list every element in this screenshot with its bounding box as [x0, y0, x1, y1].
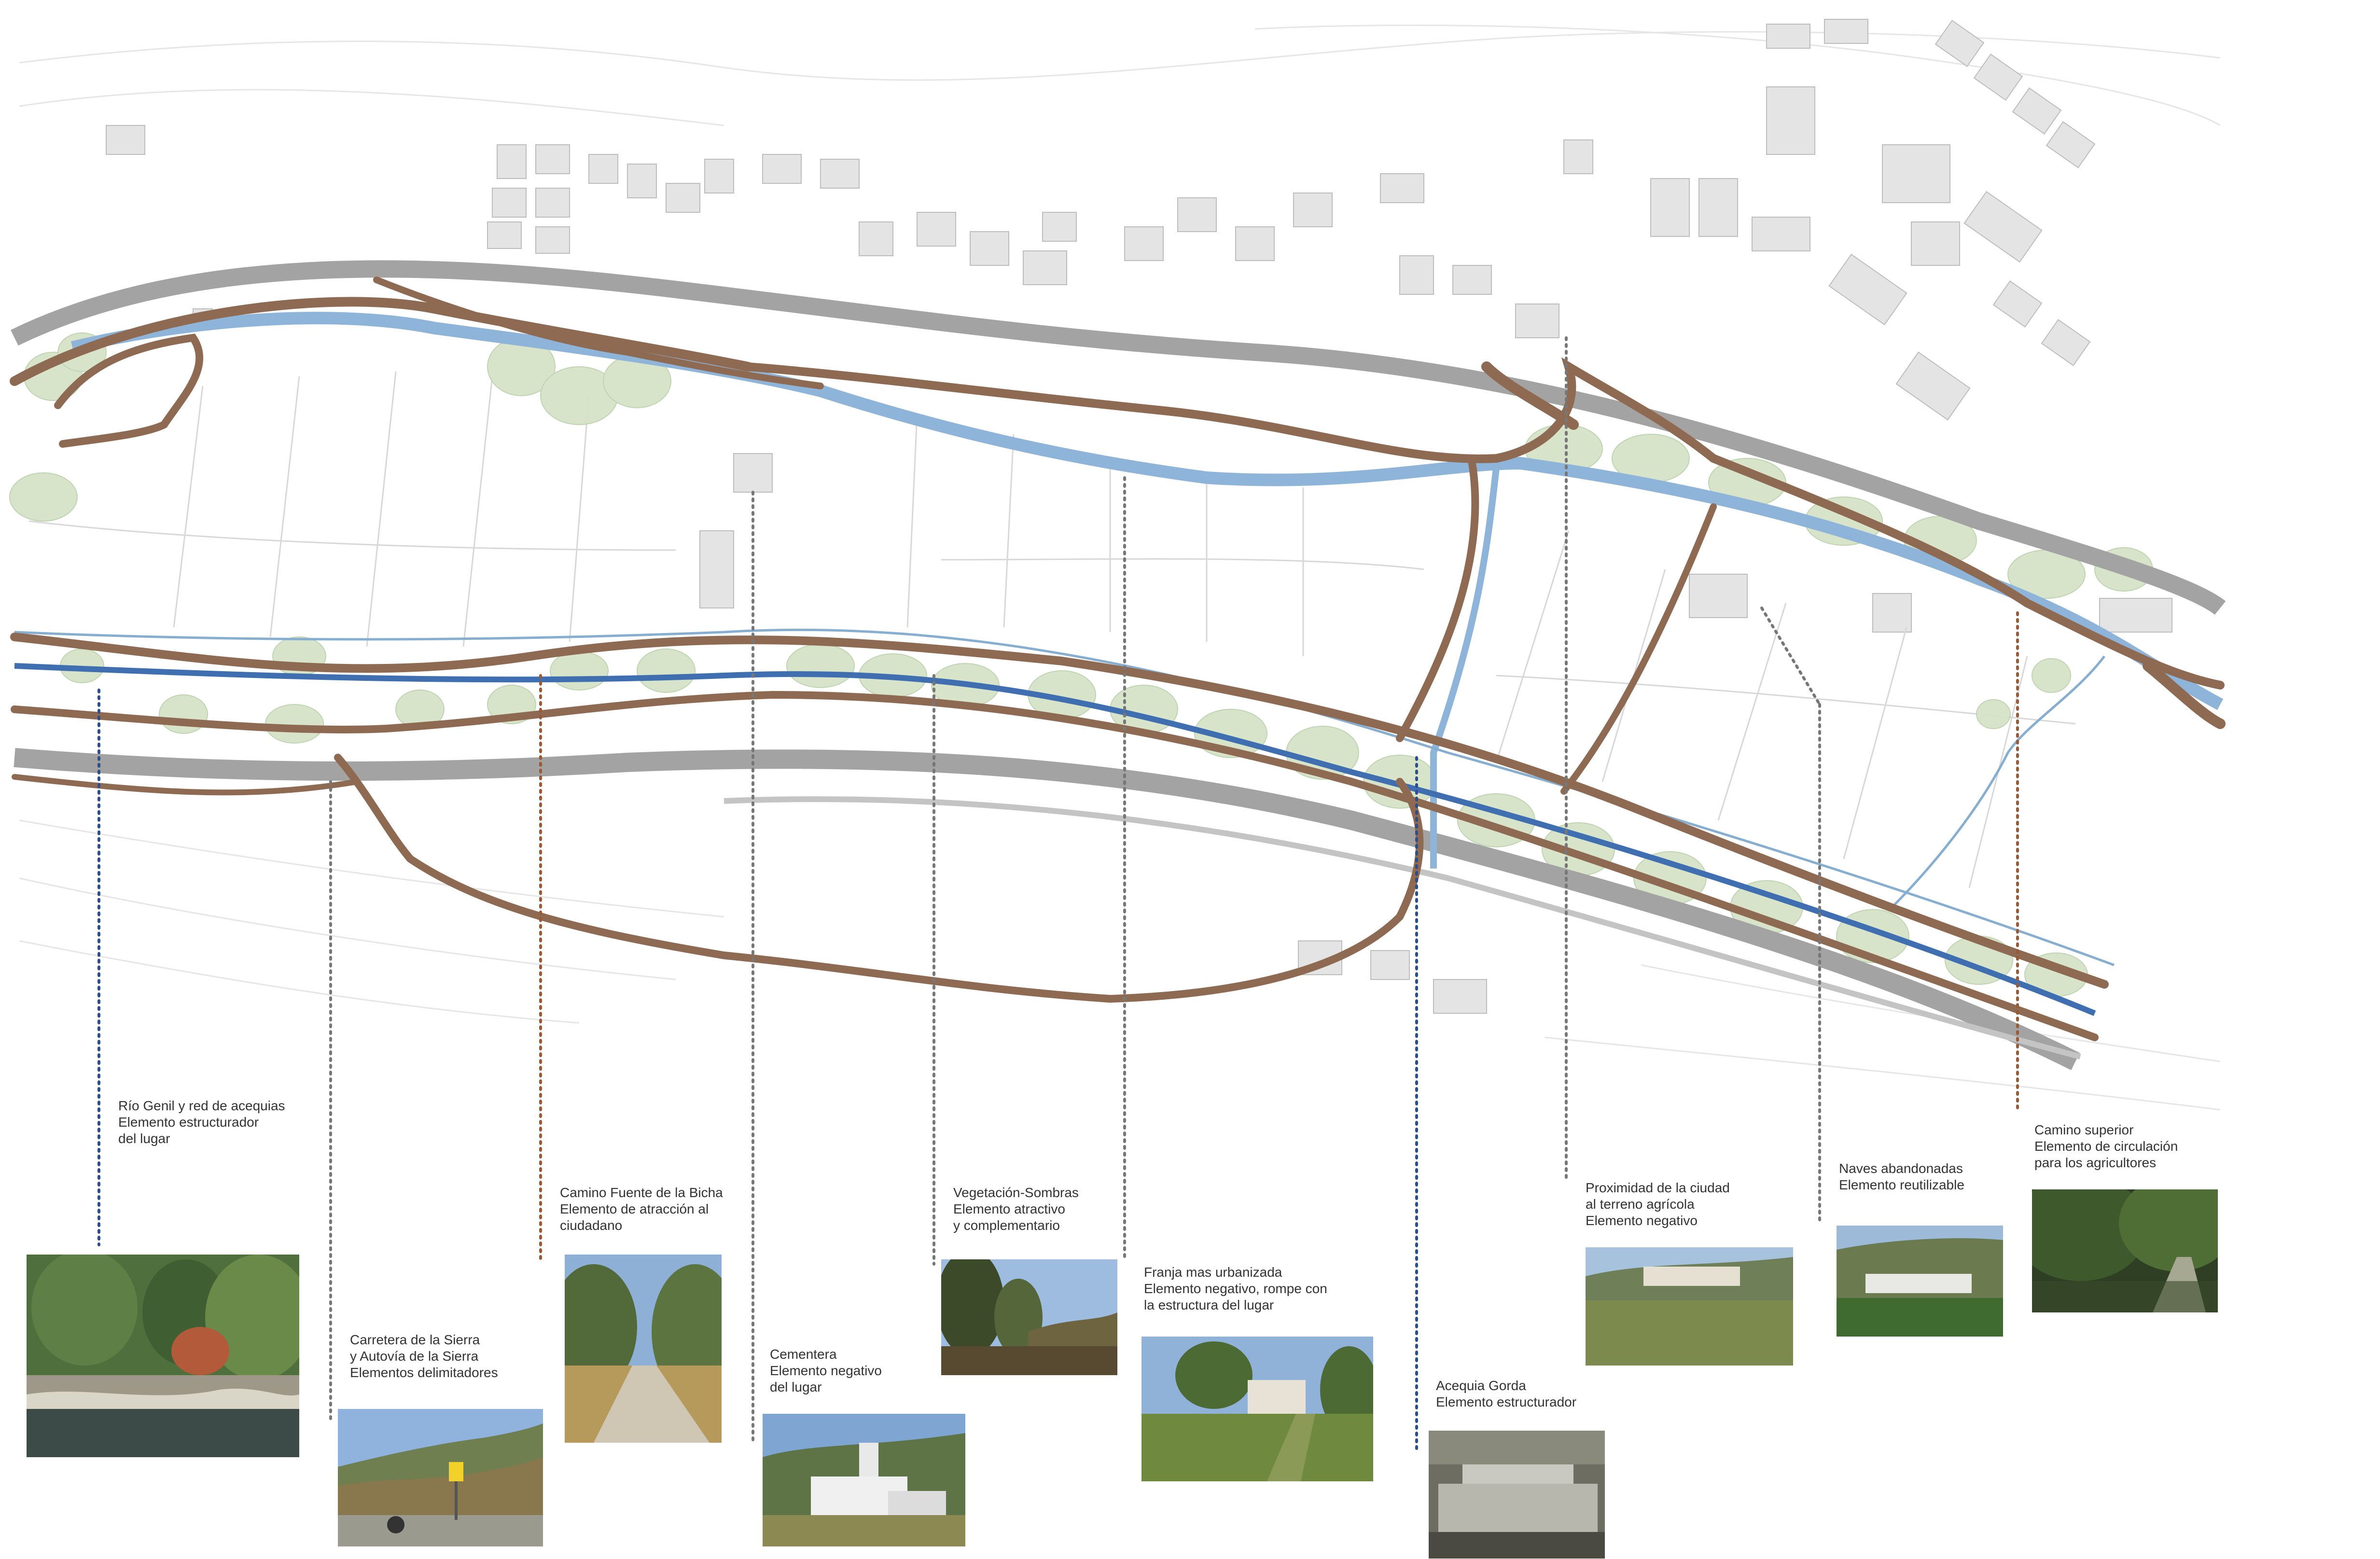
label-line: del lugar — [118, 1131, 170, 1146]
photo-camino-fuente — [565, 1255, 722, 1443]
photo-cementera — [763, 1414, 965, 1546]
label-line: Vegetación-Sombras — [953, 1185, 1079, 1200]
photo-rio-genil — [27, 1255, 299, 1457]
photo-vegetacion — [941, 1259, 1117, 1375]
label-line: ciudadano — [560, 1218, 623, 1233]
label-vegetacion: Vegetación-Sombras Elemento atractivo y … — [953, 1185, 1079, 1234]
lower-canal-main — [14, 663, 2096, 1016]
lower-road — [14, 748, 2080, 1070]
buildings — [106, 19, 2172, 1014]
upper-road — [11, 260, 2226, 615]
photo-naves — [1837, 1226, 2003, 1337]
label-line: y complementario — [953, 1218, 1060, 1233]
acequia-branch — [1430, 468, 1500, 869]
photo-proximidad — [1586, 1247, 1793, 1366]
label-cementera: Cementera Elemento negativo del lugar — [770, 1346, 882, 1395]
lower-canal-thin — [14, 628, 2115, 966]
leader-naves-diag — [1760, 607, 1821, 706]
right-canal-thin — [1891, 655, 2105, 908]
label-line: Elemento reutilizable — [1839, 1177, 1964, 1192]
topographic-contours — [19, 24, 2221, 1111]
label-line: para los agricultores — [2034, 1155, 2157, 1170]
label-line: Proximidad de la ciudad — [1586, 1180, 1730, 1195]
label-camino-superior: Camino superior Elemento de circulación … — [2034, 1122, 2178, 1171]
label-line: Elemento negativo — [1586, 1213, 1698, 1228]
label-line: Elemento de atracción al — [560, 1201, 709, 1216]
label-line: Camino Fuente de la Bicha — [560, 1185, 723, 1200]
leader-lines — [97, 336, 2019, 1454]
label-franja: Franja mas urbanizada Elemento negativo,… — [1144, 1264, 1327, 1313]
paths — [10, 276, 2226, 1041]
label-acequia: Acequia Gorda Elemento estructurador — [1436, 1378, 1576, 1410]
label-carretera: Carretera de la Sierra y Autovía de la S… — [350, 1332, 498, 1381]
label-line: Río Genil y red de acequias — [118, 1098, 285, 1113]
label-line: del lugar — [770, 1380, 822, 1394]
label-rio-genil: Río Genil y red de acequias Elemento est… — [118, 1098, 285, 1147]
label-line: y Autovía de la Sierra — [350, 1349, 479, 1364]
label-line: al terreno agrícola — [1586, 1197, 1695, 1212]
photo-franja — [1141, 1337, 1373, 1481]
label-line: Elemento atractivo — [953, 1201, 1065, 1216]
label-line: Acequia Gorda — [1436, 1378, 1526, 1393]
label-camino-fuente: Camino Fuente de la Bicha Elemento de at… — [560, 1185, 723, 1234]
label-line: Camino superior — [2034, 1122, 2134, 1137]
label-naves: Naves abandonadas Elemento reutilizable — [1839, 1160, 1964, 1193]
label-line: Elemento estructurador — [1436, 1394, 1577, 1409]
photo-acequia — [1429, 1431, 1605, 1559]
photo-carretera — [338, 1409, 543, 1546]
photo-camino-superior — [2032, 1189, 2218, 1312]
label-line: Carretera de la Sierra — [350, 1332, 480, 1347]
label-line: Elemento de circulación — [2034, 1139, 2178, 1154]
rio-genil-river — [70, 312, 2224, 710]
label-line: Elemento negativo, rompe con — [1144, 1281, 1327, 1296]
label-line: Elementos delimitadores — [350, 1365, 498, 1380]
label-proximidad: Proximidad de la ciudad al terreno agríc… — [1586, 1180, 1730, 1229]
label-line: Elemento negativo — [770, 1363, 882, 1378]
label-line: Elemento estructurador — [118, 1115, 259, 1130]
lower-road-edge — [724, 796, 2081, 1060]
label-line: Franja mas urbanizada — [1144, 1265, 1282, 1280]
label-line: Naves abandonadas — [1839, 1161, 1963, 1176]
label-line: Cementera — [770, 1347, 837, 1362]
label-line: la estructura del lugar — [1144, 1297, 1274, 1312]
